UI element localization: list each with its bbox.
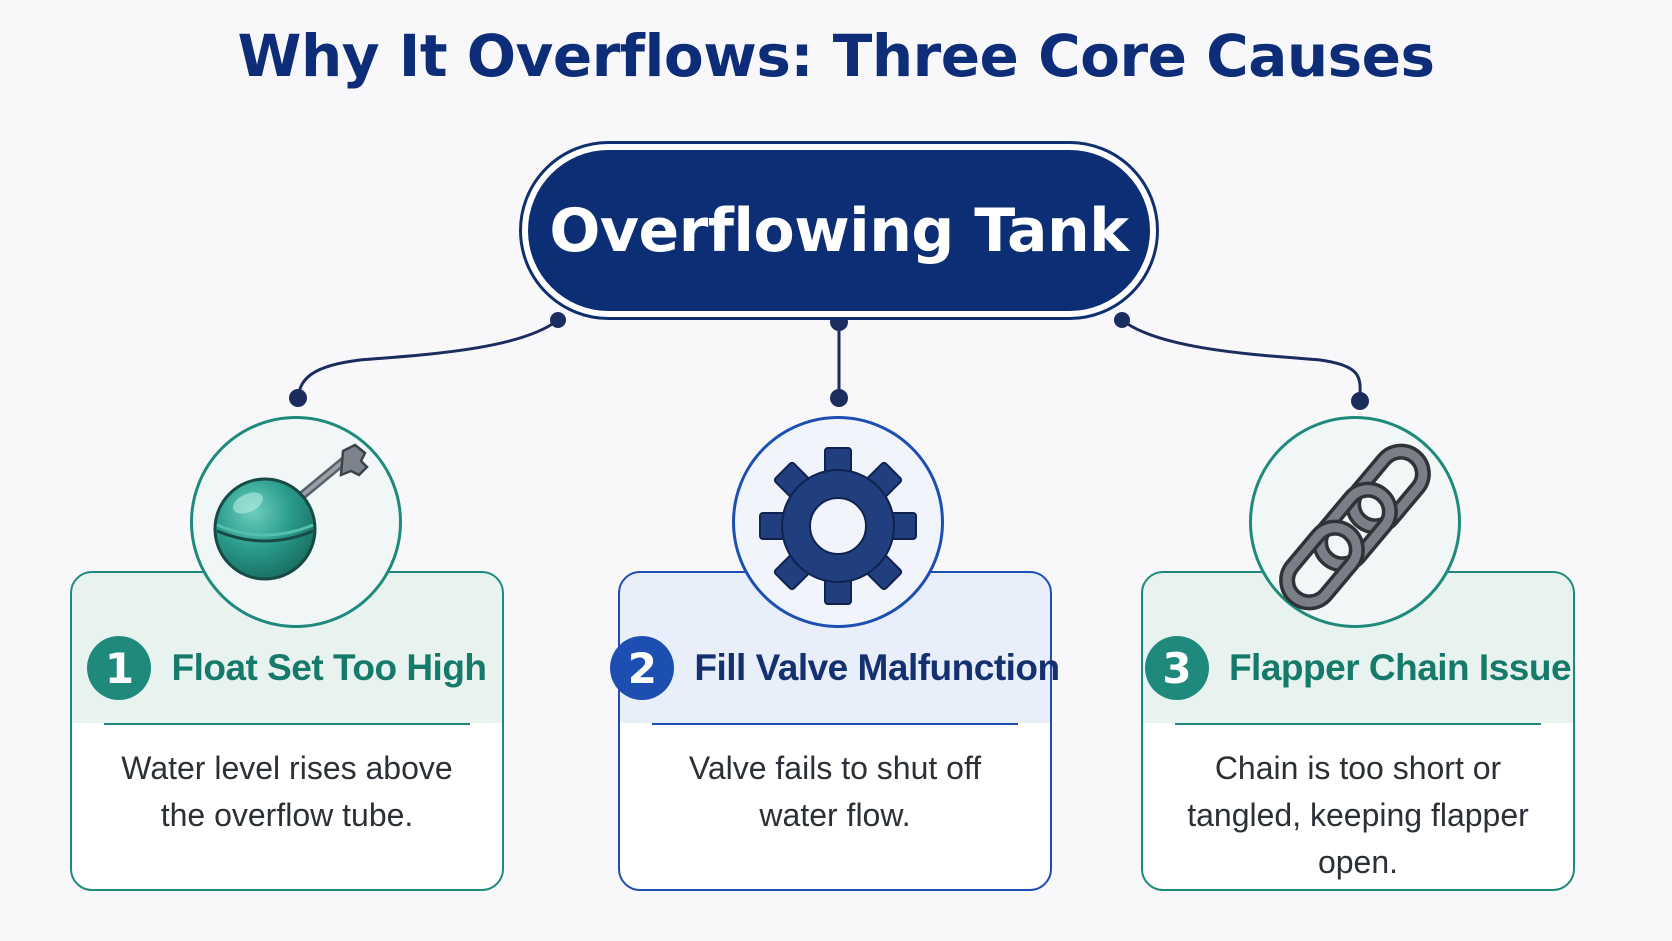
card-divider <box>104 723 470 725</box>
chain-icon <box>1279 443 1431 611</box>
number-badge-3: 3 <box>1144 636 1209 700</box>
diagram-title: Why It Overflows: Three Core Causes <box>237 22 1435 90</box>
float-ball-icon <box>213 443 369 581</box>
cause-description-3: Chain is too short or tangled, keeping f… <box>1187 750 1529 880</box>
cause-title-3: Flapper Chain Issue <box>1228 647 1572 688</box>
connector-right <box>1121 318 1362 401</box>
float-icon-circle <box>190 416 402 628</box>
cause-description-2: Valve fails to shut off water flow. <box>688 750 982 833</box>
number-badge-1: 1 <box>87 636 152 700</box>
card-divider <box>1175 723 1541 725</box>
gear-icon-circle <box>732 416 944 628</box>
cause-title-2: Fill Valve Malfunction <box>694 647 1060 688</box>
connector-left <box>296 318 559 399</box>
card-divider <box>652 723 1018 725</box>
root-node-label: Overflowing Tank <box>549 195 1129 266</box>
number-badge-2: 2 <box>610 636 675 700</box>
chain-icon-circle <box>1249 416 1461 628</box>
cause-card-1: 1 Float Set Too High Water level rises a… <box>70 571 504 891</box>
root-node: Overflowing Tank <box>519 141 1159 320</box>
cause-title-1: Float Set Too High <box>171 647 487 688</box>
gear-icon <box>759 447 917 605</box>
cause-description-1: Water level rises above the overflow tub… <box>121 750 453 833</box>
